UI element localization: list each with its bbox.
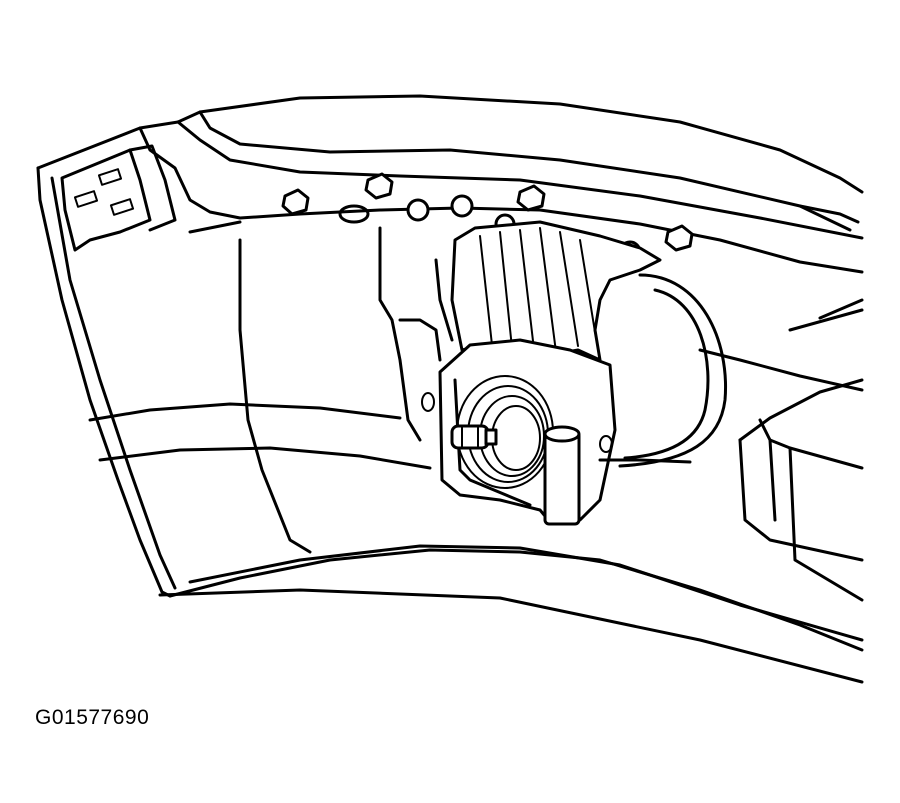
bumper-outer-shell	[36, 94, 864, 684]
end-cap-slot-2	[73, 190, 99, 208]
bumper-end-cap	[60, 144, 177, 252]
nut-2	[364, 172, 394, 200]
bumper-inner-ribs	[88, 220, 454, 554]
fog-lamp-housing	[438, 338, 692, 526]
fog-lamp-bracket	[450, 220, 662, 372]
inner-hole	[421, 392, 435, 412]
end-cap-slot-1	[97, 168, 123, 186]
housing-fastener	[599, 435, 613, 453]
bumper-right-shelf	[698, 348, 864, 602]
nut-4	[450, 194, 474, 218]
fog-lamp-lens	[618, 273, 728, 468]
end-cap-slot-3	[109, 198, 135, 216]
nut-5	[516, 184, 546, 212]
figure-code: G01577690	[35, 706, 150, 729]
nut-3	[406, 198, 430, 222]
grommet-hole	[338, 204, 370, 224]
nut-1	[281, 188, 310, 216]
nut-8	[664, 224, 694, 252]
housing-post	[543, 425, 581, 526]
adjuster-knob	[450, 424, 498, 450]
